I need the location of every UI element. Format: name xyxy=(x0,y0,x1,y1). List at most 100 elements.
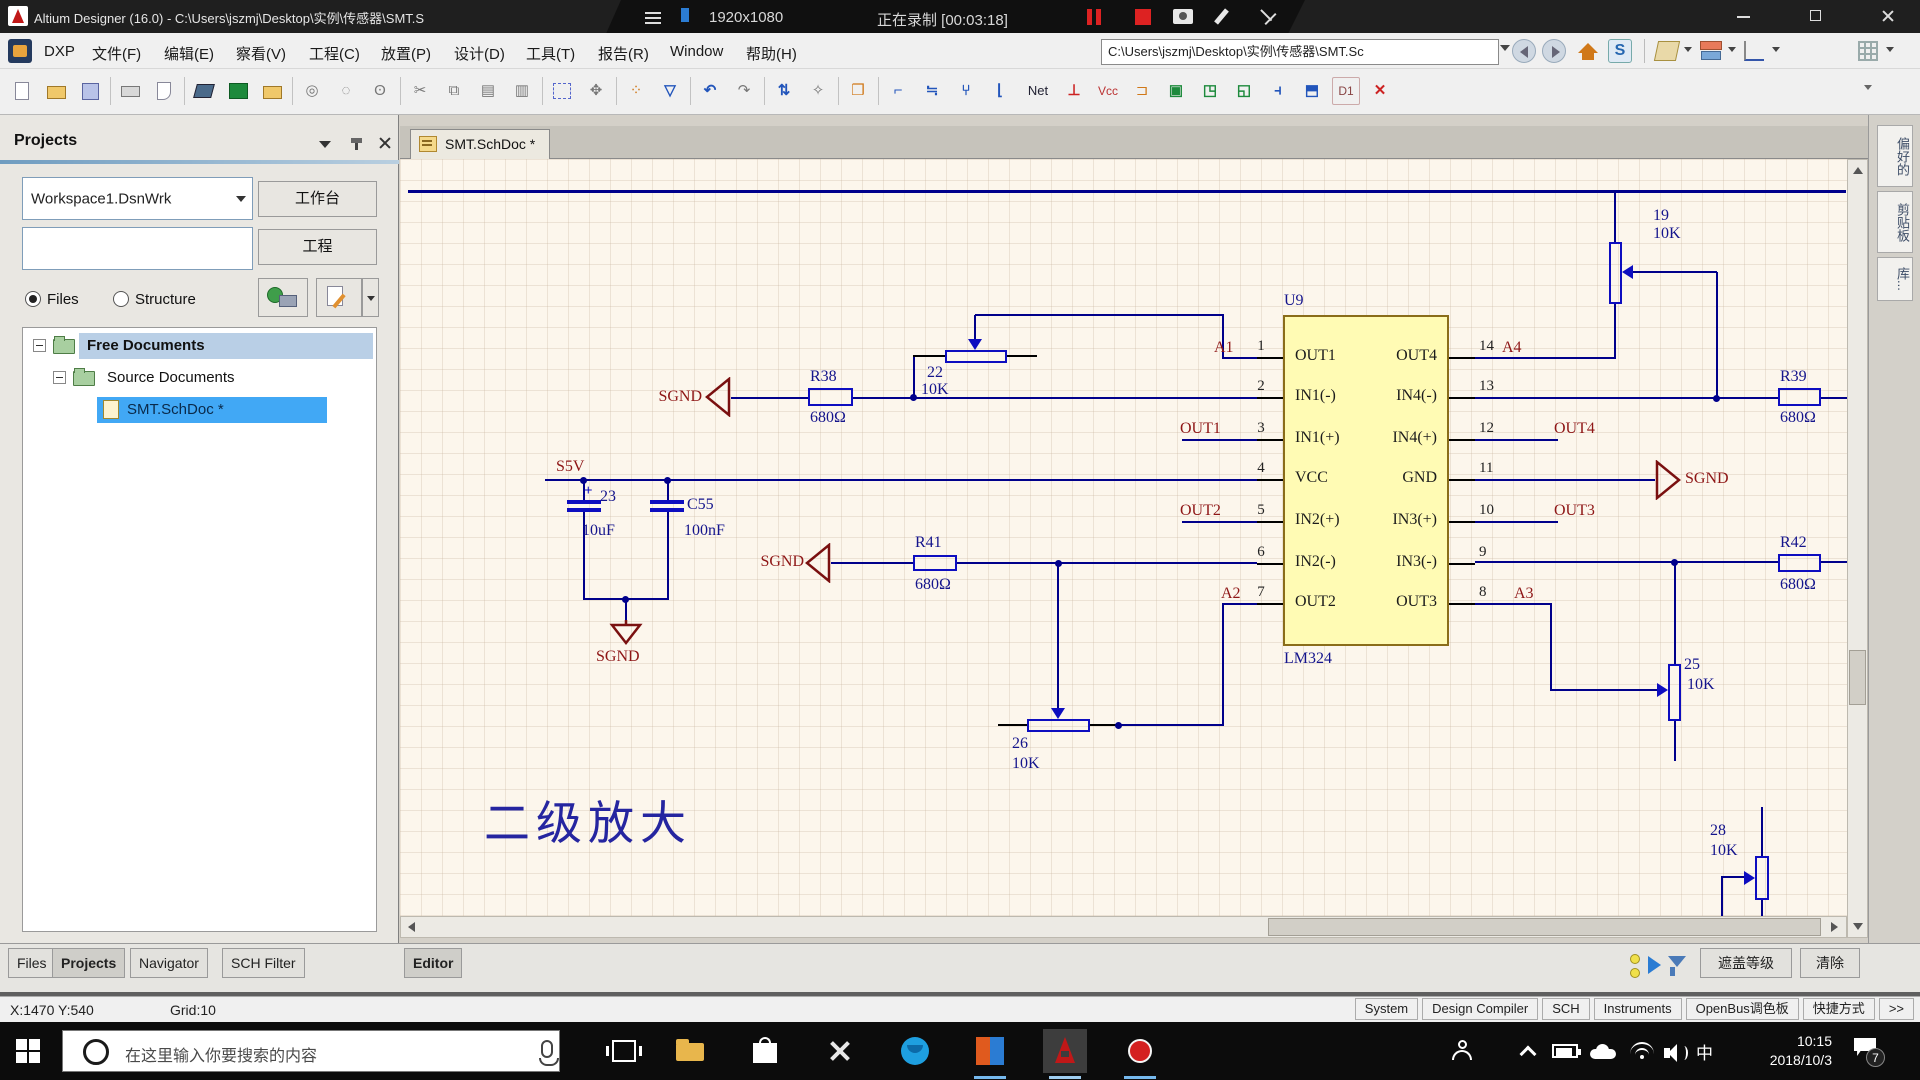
r39-value[interactable]: 680Ω xyxy=(1780,409,1816,426)
wire[interactable] xyxy=(1716,272,1718,399)
wire[interactable] xyxy=(1614,191,1616,242)
taskbar-file-explorer[interactable] xyxy=(668,1029,712,1073)
clear-button[interactable]: 清除 xyxy=(1800,948,1860,978)
wire[interactable] xyxy=(1674,563,1676,664)
cross-probe-icon[interactable]: ⇅ xyxy=(777,82,791,99)
capacitor-23-plate[interactable] xyxy=(567,508,601,512)
tree-label-source-documents[interactable]: Source Documents xyxy=(107,369,235,386)
status-system-button[interactable]: System xyxy=(1354,998,1419,1020)
place-device-sheet-icon[interactable]: ◱ xyxy=(1236,82,1252,99)
out4-net-label[interactable]: OUT4 xyxy=(1554,420,1595,437)
vertical-scrollbar[interactable] xyxy=(1847,159,1868,938)
wire[interactable] xyxy=(1475,479,1655,481)
sch-standard-dropdown-icon[interactable] xyxy=(1653,41,1681,61)
cut-icon[interactable]: ✂ xyxy=(413,82,427,99)
pin-10[interactable] xyxy=(1449,521,1475,523)
project-combo[interactable] xyxy=(22,227,253,270)
grid-arrow[interactable] xyxy=(1886,47,1894,52)
scroll-up-icon[interactable] xyxy=(1853,167,1863,174)
wire[interactable] xyxy=(1222,603,1224,726)
junction[interactable] xyxy=(1671,559,1678,566)
sgnd-port-label-2[interactable]: SGND xyxy=(760,553,804,570)
capacitor-c55-plate[interactable] xyxy=(650,508,684,512)
wire[interactable] xyxy=(1223,603,1257,605)
place-part-icon[interactable]: ⊐ xyxy=(1135,82,1149,99)
print-button[interactable] xyxy=(116,77,144,105)
potentiometer-28[interactable] xyxy=(1755,856,1769,900)
redo-icon[interactable]: ↷ xyxy=(737,82,751,99)
potentiometer-26[interactable] xyxy=(1027,719,1090,732)
menu-view[interactable]: 察看(V) xyxy=(236,46,286,63)
wire[interactable] xyxy=(1475,439,1558,441)
undo-icon[interactable]: ↶ xyxy=(703,82,717,99)
scroll-down-icon[interactable] xyxy=(1853,923,1863,930)
junction[interactable] xyxy=(910,394,917,401)
deselect-icon[interactable]: ⁘ xyxy=(629,82,643,99)
tree-label-smt-schdoc[interactable]: SMT.SchDoc * xyxy=(127,401,224,418)
capacitor-23-plate[interactable] xyxy=(567,500,601,504)
document-options-arrow[interactable] xyxy=(362,278,379,317)
open-device-view-button[interactable] xyxy=(190,77,218,105)
a4-net-label[interactable]: A4 xyxy=(1502,339,1522,356)
pin-14[interactable] xyxy=(1449,357,1475,359)
wire[interactable] xyxy=(913,357,915,399)
wire[interactable] xyxy=(1674,721,1676,761)
status-openbus-button[interactable]: OpenBus调色板 xyxy=(1685,998,1799,1020)
schematic-caption[interactable]: 二级放大 xyxy=(484,798,692,849)
resistor-r39[interactable] xyxy=(1778,388,1821,406)
document-options-button[interactable] xyxy=(316,278,362,317)
out2-net-label[interactable]: OUT2 xyxy=(1180,502,1221,519)
open-document-button[interactable] xyxy=(42,77,70,105)
wire[interactable] xyxy=(1475,521,1558,523)
r42-value[interactable]: 680Ω xyxy=(1780,576,1816,593)
home-button[interactable] xyxy=(1576,39,1600,63)
panel-tab-files[interactable]: Files xyxy=(8,948,56,978)
copy-icon[interactable]: ⧉ xyxy=(448,82,460,99)
pin-3[interactable] xyxy=(1257,439,1283,441)
wire[interactable] xyxy=(1182,521,1257,523)
wire[interactable] xyxy=(583,511,585,599)
status-sch-button[interactable]: SCH xyxy=(1542,998,1590,1020)
zoom-selection-icon[interactable]: ◌ xyxy=(341,82,351,99)
c55-value[interactable]: 100nF xyxy=(684,522,725,539)
address-combo[interactable]: C:\Users\jszmj\Desktop\实例\传感器\SMT.Sc xyxy=(1101,39,1499,65)
menu-help[interactable]: 帮助(H) xyxy=(746,46,797,63)
workspace-combo[interactable]: Workspace1.DsnWrk xyxy=(22,177,253,220)
status-design-compiler-button[interactable]: Design Compiler xyxy=(1422,998,1539,1020)
mask-funnel-icon[interactable] xyxy=(1668,956,1686,967)
mask-level-button[interactable]: 遮盖等级 xyxy=(1700,948,1792,978)
panel-tab-navigator[interactable]: Navigator xyxy=(130,948,208,978)
status-shortcuts-button[interactable]: 快捷方式 xyxy=(1802,998,1875,1020)
tree-row-smt-schdoc[interactable] xyxy=(97,397,327,423)
menu-edit[interactable]: 编辑(E) xyxy=(164,46,214,63)
pot19-wiper-arrow[interactable] xyxy=(1622,265,1633,279)
r41-ref[interactable]: R41 xyxy=(915,534,942,551)
pot25-value[interactable]: 10K xyxy=(1687,676,1715,693)
new-document-button[interactable] xyxy=(8,77,36,105)
pin-11[interactable] xyxy=(1449,479,1475,481)
save-button[interactable] xyxy=(76,77,104,105)
sgnd-port-left-2[interactable] xyxy=(805,543,831,583)
scroll-left-icon[interactable] xyxy=(408,922,415,932)
forward-button[interactable] xyxy=(1542,39,1566,63)
r39-ref[interactable]: R39 xyxy=(1780,368,1807,385)
zoom-component-icon[interactable]: ʘ xyxy=(374,82,386,99)
vscroll-thumb[interactable] xyxy=(1849,650,1866,705)
schematic-canvas[interactable]: 22 10K SGND R38 680Ω S5V + 23 10uF C55 1… xyxy=(400,159,1847,938)
tab-libraries[interactable]: 库... xyxy=(1877,257,1913,301)
wire[interactable] xyxy=(1475,603,1551,605)
wire[interactable] xyxy=(667,511,669,599)
place-bus-entry-icon[interactable]: ⌊ xyxy=(997,82,1003,99)
out3-net-label[interactable]: OUT3 xyxy=(1554,502,1595,519)
select-area-icon[interactable] xyxy=(548,77,576,105)
pot22-ref[interactable]: 22 xyxy=(927,364,943,381)
wire[interactable] xyxy=(1722,876,1744,878)
status-instruments-button[interactable]: Instruments xyxy=(1593,998,1682,1020)
resistor-r42[interactable] xyxy=(1778,554,1821,572)
taskbar-altium-active[interactable] xyxy=(1043,1029,1087,1079)
browse-library-icon[interactable]: ❒ xyxy=(851,82,865,99)
place-harness-connector-icon[interactable]: ⫞ xyxy=(1274,82,1282,99)
wire[interactable] xyxy=(1633,271,1717,273)
pin-1[interactable] xyxy=(1257,357,1283,359)
menu-design[interactable]: 设计(D) xyxy=(454,46,505,63)
